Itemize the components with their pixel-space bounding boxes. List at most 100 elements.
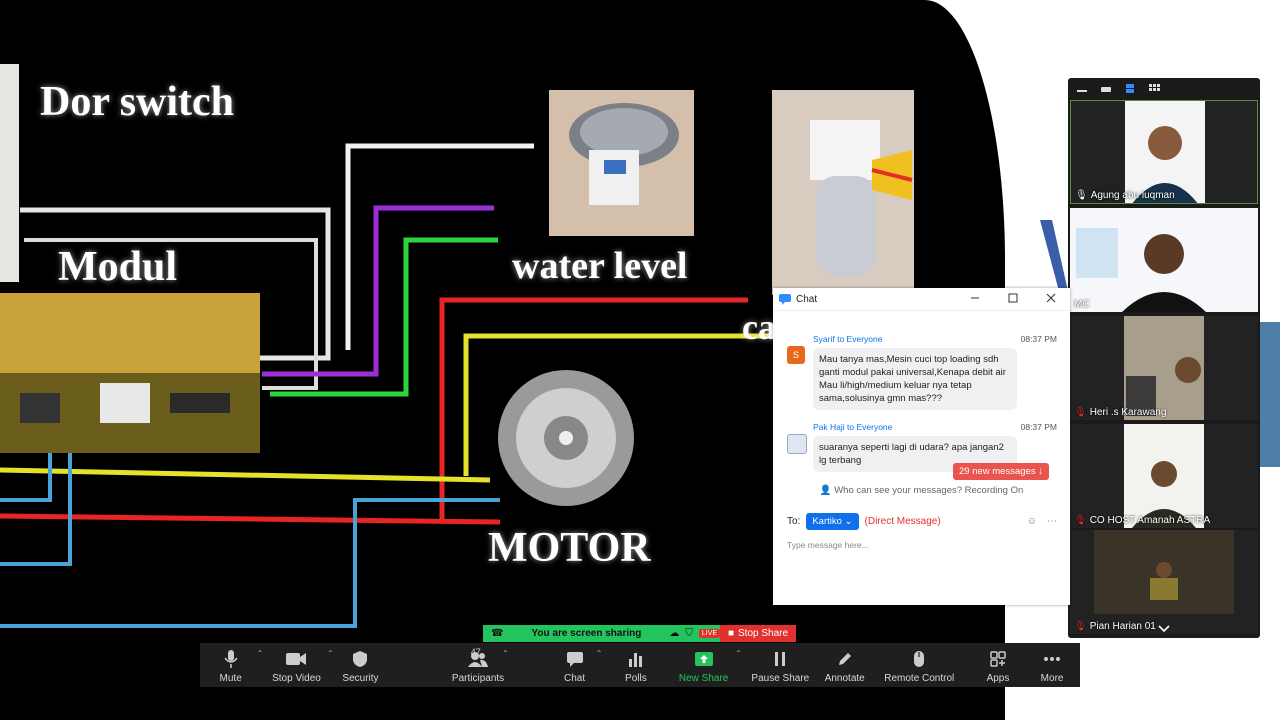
- mute-label: Mute: [219, 673, 242, 684]
- participant-name: MC: [1074, 299, 1090, 310]
- chat-title: Chat: [796, 293, 818, 305]
- polls-label: Polls: [625, 673, 647, 684]
- stop-video-label: Stop Video: [272, 673, 321, 684]
- video-camera-icon: [286, 653, 307, 665]
- photo-control-module: [0, 293, 260, 453]
- gallery-scroll-down[interactable]: [1068, 620, 1260, 638]
- message-sender[interactable]: Syarif: [813, 334, 835, 344]
- mic-on-icon: 🎙: [1075, 190, 1088, 201]
- participant-video: [1124, 424, 1204, 528]
- participants-count: 47: [470, 647, 481, 657]
- message-time: 08:37 PM: [1020, 422, 1057, 432]
- participant-video: [1070, 208, 1258, 312]
- direct-message-label: (Direct Message): [864, 516, 941, 527]
- arrow-down-icon: ↓: [1038, 466, 1043, 477]
- participant-name: Heri .s Karawang: [1089, 407, 1167, 418]
- new-share-label: New Share: [678, 673, 729, 684]
- mic-muted-icon: 🎙: [1074, 515, 1087, 526]
- message-sender[interactable]: Pak Haji: [813, 422, 845, 432]
- polls-button[interactable]: Polls: [612, 643, 659, 687]
- to-label: To:: [787, 516, 801, 527]
- pause-icon: [775, 652, 786, 666]
- message-text: Mau tanya mas,Mesin cuci top loading sdh…: [813, 348, 1017, 410]
- close-icon: [1046, 293, 1056, 303]
- mic-muted-icon: 🎙: [1074, 621, 1087, 632]
- cloud-icon: ☁: [669, 628, 680, 639]
- security-button[interactable]: Security: [332, 643, 390, 687]
- chevron-down-icon: [1158, 625, 1170, 633]
- new-messages-label: 29 new messages: [959, 466, 1036, 477]
- microphone-icon: [224, 650, 238, 668]
- visibility-text: Who can see your messages? Recording On: [834, 485, 1024, 496]
- participant-tile[interactable]: 🎙 Agung abu luqman: [1070, 100, 1258, 204]
- message-visibility-note[interactable]: 👤 Who can see your messages? Recording O…: [773, 485, 1070, 496]
- slide-label-motor: MOTOR: [488, 525, 651, 571]
- chat-label: Chat: [564, 673, 586, 684]
- chat-message-input[interactable]: [787, 540, 1057, 550]
- stop-share-button[interactable]: ■ Stop Share: [720, 625, 796, 642]
- phone-icon: ☎: [491, 628, 504, 639]
- close-button[interactable]: [1032, 292, 1070, 306]
- meeting-toolbar: Mute ⌃ Stop Video ⌃ Security Participant…: [200, 643, 1080, 687]
- security-label: Security: [342, 673, 379, 684]
- chevron-up-icon[interactable]: ⌃: [735, 649, 742, 658]
- chevron-up-icon[interactable]: ⌃: [256, 649, 264, 658]
- hide-video-icon[interactable]: [1100, 84, 1112, 94]
- chat-message: Syarif to Everyone 08:37 PM S Mau tanya …: [787, 334, 1057, 410]
- stop-video-button[interactable]: Stop Video ⌃: [261, 643, 334, 687]
- emoji-icon[interactable]: ☺: [1026, 516, 1037, 527]
- backdrop-panel-fragment: [1258, 322, 1280, 467]
- recipient-row: To: Kartiko ⌄ (Direct Message) ☺ ⋯: [787, 513, 1057, 530]
- bar-chart-icon: [628, 653, 642, 667]
- chat-button[interactable]: Chat ⌃: [537, 643, 613, 687]
- participants-button[interactable]: Participants 47 ⌃: [429, 643, 526, 687]
- recipient-name: Kartiko: [812, 516, 842, 527]
- participant-name: Agung abu luqman: [1090, 190, 1175, 201]
- new-messages-button[interactable]: 29 new messages ↓: [953, 463, 1049, 480]
- photo-capacitor: [772, 90, 914, 295]
- apps-icon: [990, 651, 1006, 667]
- live-badge: LIVE: [698, 629, 720, 638]
- more-button[interactable]: More: [1024, 643, 1080, 687]
- avatar: [787, 434, 807, 454]
- chat-message: Pak Haji to Everyone 08:37 PM suaranya s…: [787, 422, 1057, 472]
- strip-view-icon[interactable]: [1124, 84, 1136, 94]
- minimize-button[interactable]: [956, 292, 994, 306]
- sharing-status[interactable]: ☎ You are screen sharing ☁ ⛉ LIVE: [483, 625, 720, 642]
- pencil-icon: [838, 653, 851, 665]
- minimize-video-icon[interactable]: [1076, 84, 1088, 94]
- maximize-button[interactable]: [994, 292, 1032, 306]
- maximize-icon: [1008, 293, 1018, 303]
- slide-label-door-switch: Dor switch: [40, 79, 235, 125]
- participants-icon: [468, 652, 489, 667]
- new-share-button[interactable]: New Share ⌃: [669, 643, 742, 687]
- message-time: 08:37 PM: [1020, 334, 1057, 344]
- remote-control-label: Remote Control: [884, 673, 955, 684]
- apps-button[interactable]: Apps: [972, 643, 1024, 687]
- more-label: More: [1040, 673, 1064, 684]
- participant-video: [1125, 101, 1205, 203]
- chevron-up-icon[interactable]: ⌃: [595, 649, 603, 658]
- participant-tile[interactable]: 🎙 CO HOST Amanah ASTRA: [1070, 424, 1258, 528]
- participant-tile[interactable]: 🎙 Pian Harian 01: [1070, 530, 1258, 634]
- participant-tile[interactable]: MC: [1070, 208, 1258, 312]
- photo-water-level-sensor: [549, 90, 694, 236]
- participant-tile[interactable]: 🎙 Heri .s Karawang: [1070, 316, 1258, 420]
- slide-label-water-level: water level: [512, 245, 688, 287]
- annotate-button[interactable]: Annotate: [817, 643, 873, 687]
- annotate-label: Annotate: [824, 673, 865, 684]
- chevron-up-icon[interactable]: ⌃: [326, 649, 334, 658]
- mic-muted-icon: 🎙: [1074, 407, 1087, 418]
- chevron-up-icon[interactable]: ⌃: [502, 649, 509, 658]
- recipient-select[interactable]: Kartiko ⌄: [806, 513, 859, 530]
- grid-view-icon[interactable]: [1148, 84, 1160, 94]
- chat-window: Chat Syarif to Everyone 08:37 PM S Mau t…: [773, 288, 1070, 605]
- slide-label-capacitor: ca: [742, 307, 776, 347]
- participant-video: [1094, 530, 1234, 614]
- chat-bubble-icon: [566, 652, 583, 667]
- more-options-icon[interactable]: ⋯: [1047, 516, 1057, 527]
- mute-button[interactable]: Mute ⌃: [200, 643, 264, 687]
- remote-control-button[interactable]: Remote Control: [879, 643, 960, 687]
- pause-share-button[interactable]: Pause Share: [748, 643, 813, 687]
- more-dots-icon: [1044, 657, 1061, 661]
